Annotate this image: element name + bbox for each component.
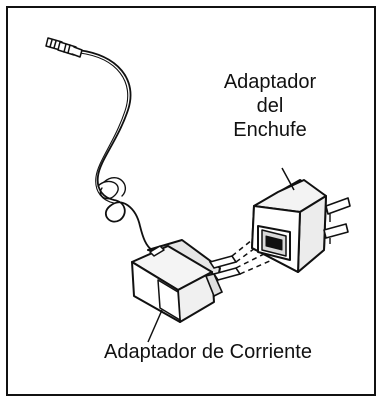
plug-adapter-label-line-3: Enchufe <box>233 119 307 141</box>
barrel-connector-icon <box>45 37 83 58</box>
power-adapter-leader <box>147 309 163 343</box>
plug-adapter-label-line-2: del <box>256 95 284 117</box>
plug-adapter-leader <box>281 167 295 191</box>
illustration-frame <box>6 6 376 396</box>
cable-icon <box>77 49 153 251</box>
plug-adapter-label: Adaptador del Enchufe <box>200 70 340 142</box>
power-adapter-icon <box>131 239 221 323</box>
adapter-prongs <box>204 255 242 298</box>
power-adapter-label: Adaptador de Corriente <box>104 341 312 363</box>
plug-adapter-icon <box>251 179 351 273</box>
plug-adapter-label-line-1: Adaptador <box>223 71 317 93</box>
